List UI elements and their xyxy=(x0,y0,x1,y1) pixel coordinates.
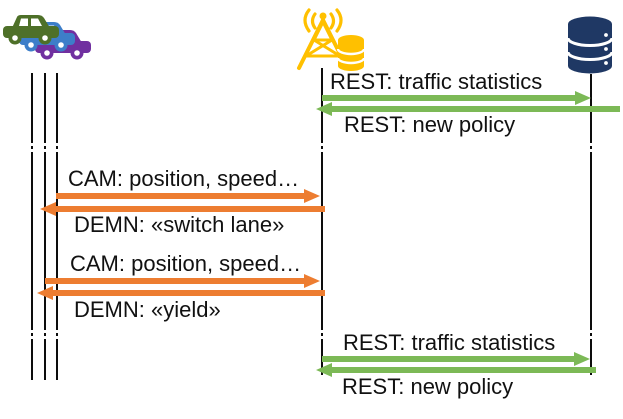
lifeline-vehicle-2 xyxy=(44,73,46,380)
lifeline-vehicle-3 xyxy=(56,73,58,380)
message-label-rest-new-policy-top: REST: new policy xyxy=(344,112,516,137)
arrow-demn-yield xyxy=(37,286,325,300)
message-label-rest-new-policy-bottom: REST: new policy xyxy=(342,374,514,399)
lifeline-database xyxy=(590,74,592,375)
arrow-rest-new-policy-bottom xyxy=(316,363,596,377)
arrow-rest-traffic-statistics-top xyxy=(322,91,591,105)
arrow-rest-new-policy-top xyxy=(316,102,620,116)
message-label-rest-traffic-statistics-top: REST: traffic statistics xyxy=(330,69,543,94)
message-label-demn-switch-lane: DEMN: «switch lane» xyxy=(74,212,285,237)
message-label-cam-1: CAM: position, speed… xyxy=(68,166,300,191)
cars-icon xyxy=(3,15,91,60)
arrow-cam-position-speed-1 xyxy=(56,189,320,203)
arrow-rest-traffic-statistics-bottom xyxy=(322,352,590,366)
database-icon xyxy=(566,16,614,74)
arrow-cam-position-speed-2 xyxy=(45,274,320,288)
message-label-demn-yield: DEMN: «yield» xyxy=(74,297,221,322)
message-label-cam-2: CAM: position, speed… xyxy=(70,251,302,276)
message-label-rest-traffic-statistics-bottom: REST: traffic statistics xyxy=(343,330,556,355)
arrow-demn-switch-lane xyxy=(40,202,325,216)
lifeline-vehicle-1 xyxy=(31,73,33,380)
radio-tower-icon xyxy=(297,8,366,71)
